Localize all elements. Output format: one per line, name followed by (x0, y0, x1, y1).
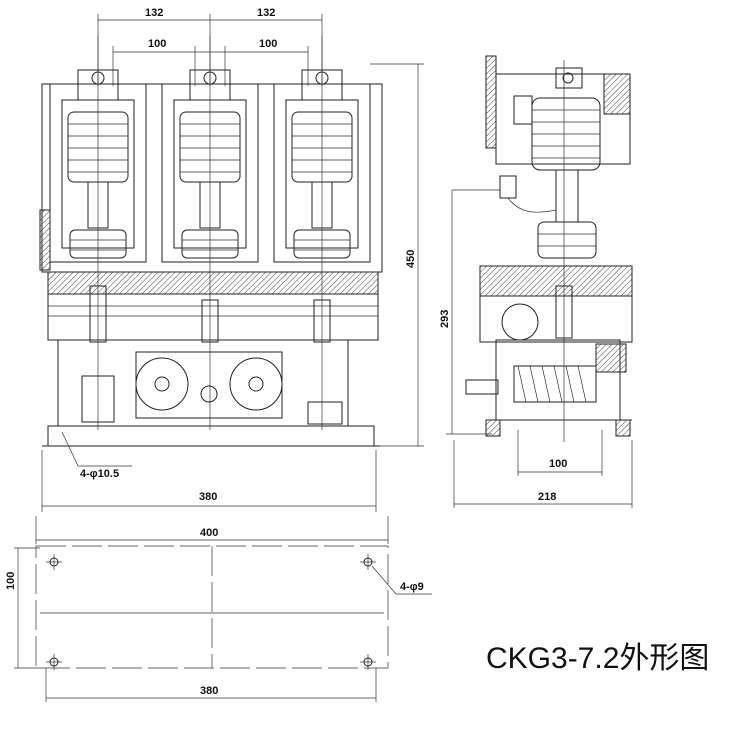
pole-right (273, 36, 371, 430)
dim-pitch-inner-2: 100 (259, 38, 277, 50)
dim-depth-218: 218 (538, 491, 556, 503)
front-top-dimensions (97, 14, 323, 86)
dim-base-100: 100 (549, 458, 567, 470)
dim-height-450: 450 (405, 250, 417, 268)
dim-spacing-380: 380 (200, 685, 218, 697)
pole-center (161, 36, 259, 430)
front-view: 132 132 100 100 450 (39, 7, 424, 512)
hole-note-front: 4-φ10.5 (80, 468, 119, 480)
front-mechanism (81, 351, 343, 425)
dim-width-380: 380 (199, 491, 217, 503)
hole-note-plate: 4-φ9 (400, 581, 424, 593)
dim-pitch-outer-2: 132 (257, 7, 275, 19)
dim-pitch-outer-1: 132 (145, 7, 163, 19)
pole-left (49, 36, 147, 430)
dim-width-100: 100 (5, 572, 17, 590)
dim-pitch-inner-1: 100 (148, 38, 166, 50)
front-housing (39, 83, 383, 447)
dim-height-293: 293 (439, 310, 451, 328)
side-view: 293 100 218 (439, 55, 633, 508)
base-plate-plan: 400 100 4-φ9 380 (5, 516, 432, 702)
dim-length-400: 400 (200, 527, 218, 539)
drawing-title: CKG3-7.2外形图 (486, 642, 709, 675)
mounting-holes (46, 554, 376, 670)
